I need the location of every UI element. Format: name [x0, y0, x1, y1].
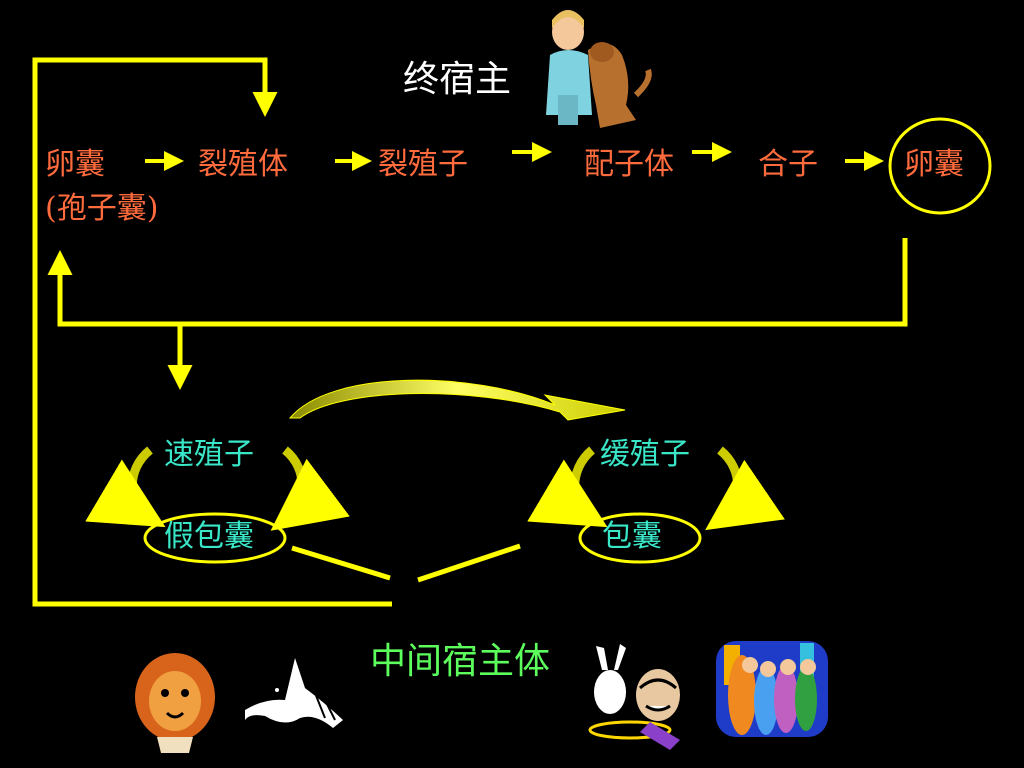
definitive-host-label: 终宿主	[403, 59, 512, 100]
horse-icon	[245, 658, 343, 728]
rabbit-and-man-icon	[588, 644, 680, 750]
intermediate-host-label: 中间宿主体	[370, 641, 551, 682]
pseudocyst-ellipse	[143, 512, 287, 564]
curved-arrow-tachy-to-brady	[288, 379, 626, 421]
oocyst-circle	[888, 117, 992, 215]
stage-oocyst-end: 卵囊	[904, 147, 964, 182]
tachyzoite-label: 速殖子	[164, 437, 254, 472]
line-pseudocyst-host	[291, 545, 391, 581]
pseudocyst-label: 假包囊	[164, 519, 254, 554]
nurse-with-dog-icon	[546, 10, 652, 128]
stage-oocyst-start: 卵囊	[45, 147, 105, 182]
cyst-label: 包囊	[602, 519, 662, 554]
curve-left-2	[270, 446, 350, 531]
curve-right-1	[527, 446, 608, 528]
people-group-icon	[716, 641, 828, 737]
cyst-ellipse	[578, 512, 702, 564]
outer-return-loop	[32, 57, 392, 607]
stage-sporocyst: (孢子囊)	[45, 191, 159, 226]
stage-gametocyte: 配子体	[584, 147, 674, 182]
stage-merozoite: 裂殖子	[378, 147, 468, 182]
bradyzoite-label: 缓殖子	[600, 437, 690, 472]
line-cyst-host	[417, 543, 521, 583]
inner-return-loop	[47, 238, 908, 327]
lion-icon	[135, 653, 215, 753]
stage-zygote: 合子	[758, 147, 818, 182]
curve-right-2	[705, 446, 785, 531]
stage-schizont: 裂殖体	[198, 147, 288, 182]
curve-left-1	[85, 446, 166, 528]
